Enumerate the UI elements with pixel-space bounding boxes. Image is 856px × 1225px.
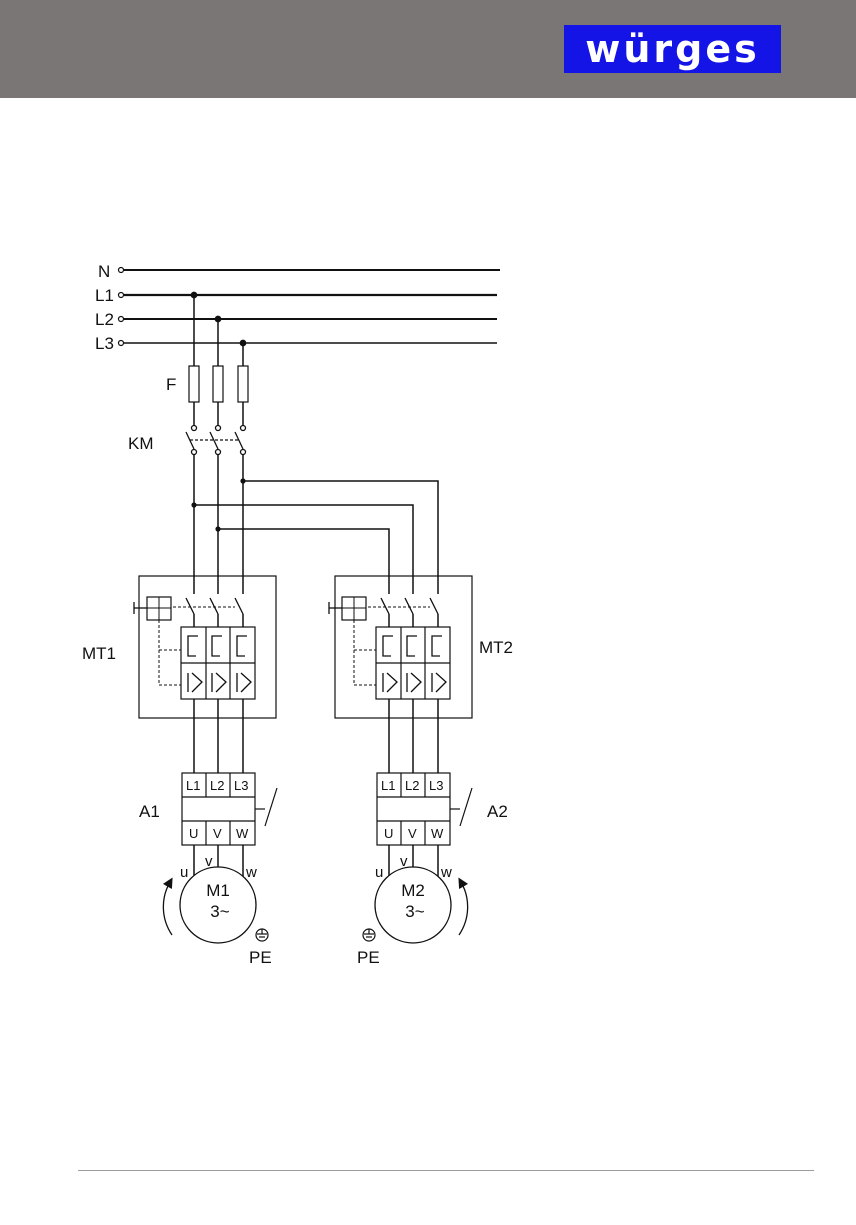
m1-pe: PE xyxy=(249,948,272,967)
label-l1: L1 xyxy=(95,286,114,305)
m1-term-u: u xyxy=(180,864,188,881)
fuse-block xyxy=(189,366,248,402)
motor-breaker-mt1 xyxy=(134,576,276,718)
m2-earth-icon xyxy=(363,929,375,941)
label-a1: A1 xyxy=(139,802,160,821)
footer-divider xyxy=(78,1170,814,1171)
label-mt1: MT1 xyxy=(82,644,116,663)
a2-out-2: V xyxy=(408,826,417,841)
breaker-to-drive-wires xyxy=(194,699,438,773)
contactor-km xyxy=(186,426,246,455)
m1-earth-icon xyxy=(256,929,268,941)
m2-term-u: u xyxy=(375,864,383,881)
label-a2: A2 xyxy=(487,802,508,821)
distribution-bus xyxy=(194,455,438,594)
line-n xyxy=(119,268,501,273)
label-fuse: F xyxy=(166,375,176,394)
a1-in-1: L1 xyxy=(186,778,200,793)
a1-out-2: V xyxy=(213,826,222,841)
a1-out-1: U xyxy=(189,826,198,841)
line-l2 xyxy=(119,317,498,322)
label-mt2: MT2 xyxy=(479,638,513,657)
a1-out-3: W xyxy=(236,826,249,841)
m1-phase: 3~ xyxy=(210,902,229,921)
m2-phase: 3~ xyxy=(405,902,424,921)
m2-term-v: v xyxy=(400,853,408,870)
m2-pe: PE xyxy=(357,948,380,967)
m1-name: M1 xyxy=(206,881,230,900)
supply-lines xyxy=(119,268,501,346)
m1-term-w: w xyxy=(245,864,257,881)
a1-in-2: L2 xyxy=(210,778,224,793)
label-contactor: KM xyxy=(128,434,154,453)
label-n: N xyxy=(98,262,110,281)
line-l1 xyxy=(119,293,498,298)
a2-in-3: L3 xyxy=(429,778,443,793)
a2-in-2: L2 xyxy=(405,778,419,793)
m2-term-w: w xyxy=(440,864,452,881)
a1-in-3: L3 xyxy=(234,778,248,793)
a2-out-3: W xyxy=(431,826,444,841)
m1-term-v: v xyxy=(205,853,213,870)
label-l2: L2 xyxy=(95,310,114,329)
m2-name: M2 xyxy=(401,881,425,900)
line-l3 xyxy=(119,341,498,346)
supply-taps xyxy=(191,292,245,366)
motor-breaker-mt2 xyxy=(329,576,472,718)
label-l3: L3 xyxy=(95,334,114,353)
a2-out-1: U xyxy=(384,826,393,841)
a2-in-1: L1 xyxy=(381,778,395,793)
